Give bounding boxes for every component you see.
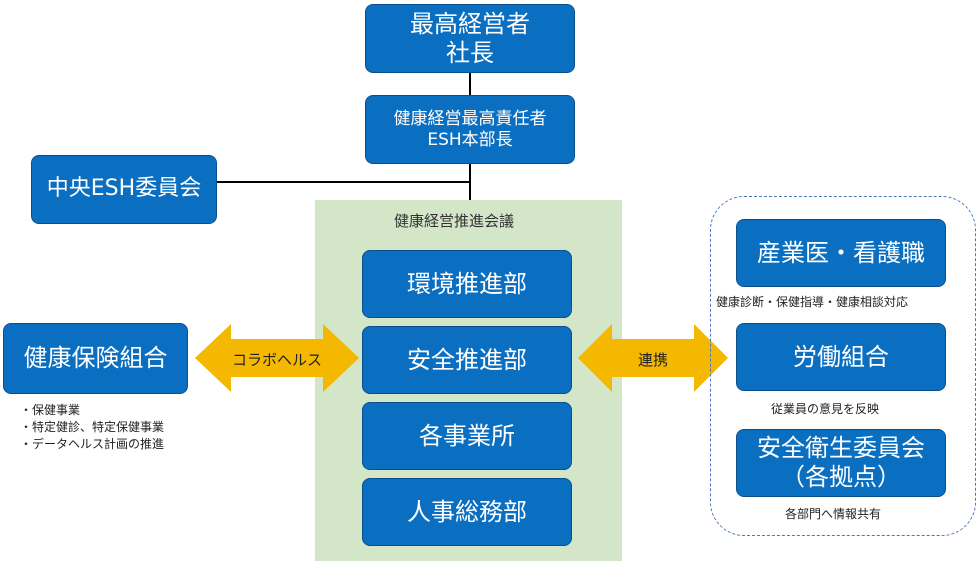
health-insurance-bullets: ・保健事業 ・特定健診、特定保健事業 ・データヘルス計画の推進 bbox=[20, 402, 164, 453]
bullet-item: ・保健事業 bbox=[20, 403, 81, 417]
safety-health-committee-note: 各部門へ情報共有 bbox=[785, 507, 882, 521]
safety-health-committee-box: 安全衛生委員会 （各拠点） bbox=[736, 429, 946, 497]
labor-union-box: 労働組合 bbox=[736, 323, 946, 391]
council-item-hr: 人事総務部 bbox=[362, 478, 572, 546]
council-item-label: 環境推進部 bbox=[407, 269, 527, 298]
central-esh-committee-box: 中央ESH委員会 bbox=[31, 155, 217, 224]
industrial-doctor-note: 健康診断・保健指導・健康相談対応 bbox=[716, 295, 909, 309]
cho-subtitle: ESH本部長 bbox=[427, 129, 513, 150]
council-item-offices: 各事業所 bbox=[362, 402, 572, 470]
safety-health-committee-subtitle: （各拠点） bbox=[781, 463, 901, 491]
industrial-doctor-box: 産業医・看護職 bbox=[736, 219, 946, 287]
central-esh-committee-label: 中央ESH委員会 bbox=[46, 176, 202, 202]
cooperation-label: 連携 bbox=[637, 351, 668, 369]
collab-health-arrow bbox=[195, 324, 359, 392]
ceo-subtitle: 社長 bbox=[446, 38, 494, 67]
cho-title: 健康経営最高責任者 bbox=[393, 109, 547, 130]
council-item-environment: 環境推進部 bbox=[362, 250, 572, 318]
industrial-doctor-label: 産業医・看護職 bbox=[757, 238, 925, 267]
connector-ceo-cho bbox=[469, 73, 471, 95]
council-title: 健康経営推進会議 bbox=[394, 212, 515, 230]
labor-union-label: 労働組合 bbox=[793, 342, 889, 371]
ceo-title: 最高経営者 bbox=[410, 9, 530, 38]
partners-group bbox=[710, 196, 976, 536]
council-item-safety: 安全推進部 bbox=[362, 326, 572, 394]
council-item-label: 安全推進部 bbox=[407, 345, 527, 374]
council-item-label: 人事総務部 bbox=[407, 497, 527, 526]
council-item-label: 各事業所 bbox=[419, 421, 515, 450]
bullet-item: ・データヘルス計画の推進 bbox=[20, 437, 165, 451]
health-insurance-label: 健康保険組合 bbox=[23, 344, 168, 373]
connector-committee bbox=[216, 181, 471, 183]
collab-health-label: コラボヘルス bbox=[231, 351, 322, 369]
health-insurance-box: 健康保険組合 bbox=[3, 323, 188, 394]
cho-box: 健康経営最高責任者 ESH本部長 bbox=[365, 95, 575, 164]
ceo-box: 最高経営者 社長 bbox=[365, 4, 575, 73]
safety-health-committee-title: 安全衛生委員会 bbox=[757, 434, 925, 463]
cooperation-arrow bbox=[578, 324, 728, 392]
bullet-item: ・特定健診、特定保健事業 bbox=[20, 420, 165, 434]
labor-union-note: 従業員の意見を反映 bbox=[771, 402, 880, 416]
